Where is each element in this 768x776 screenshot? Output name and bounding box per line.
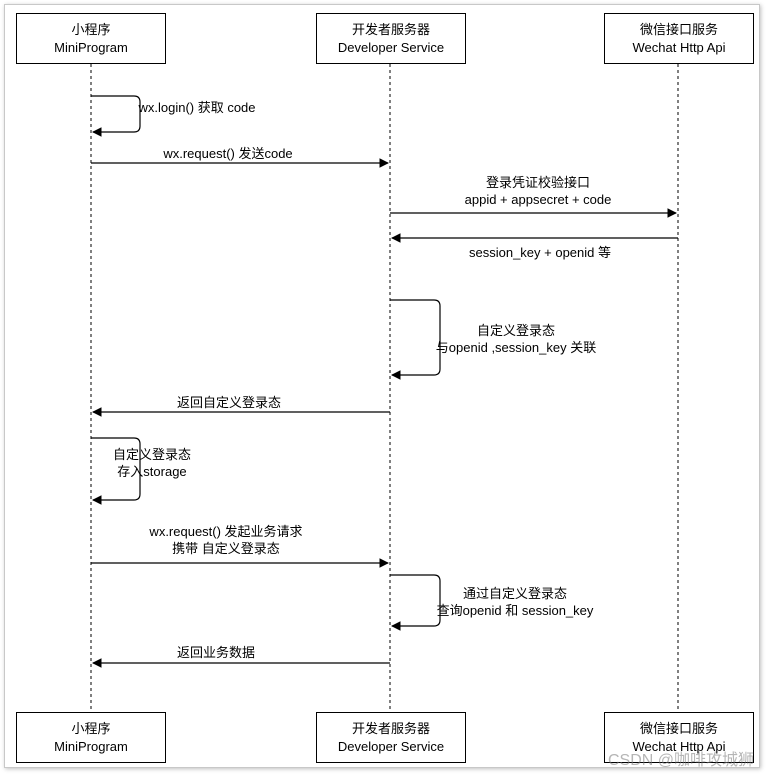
participant-title: 小程序: [71, 720, 111, 736]
message-label-9: 通过自定义登录态 查询openid 和 session_key: [437, 585, 594, 619]
message-label-3: 登录凭证校验接口 appid + appsecret + code: [465, 174, 612, 208]
message-label-5: 自定义登录态 与openid ,session_key 关联: [436, 322, 596, 356]
message-label-7: 自定义登录态 存入storage: [113, 446, 191, 480]
participant-developer-service-top: 开发者服务器 Developer Service: [316, 13, 466, 64]
message-arrow-5: [390, 299, 441, 380]
participant-subtitle: Developer Service: [337, 738, 445, 754]
message-label-line: wx.request() 发起业务请求: [149, 524, 303, 539]
participant-subtitle: MiniProgram: [54, 738, 128, 754]
participant-subtitle: Wechat Http Api: [632, 738, 726, 754]
message-label-line: 通过自定义登录态: [462, 586, 567, 601]
message-label-2: wx.request() 发送code: [163, 145, 292, 162]
message-label-line: 返回自定义登录态: [176, 395, 282, 410]
csdn-watermark: CSDN @咖啡攻城狮: [607, 752, 754, 769]
message-label-line: session_key + openid 等: [468, 245, 612, 260]
participant-subtitle: Developer Service: [337, 39, 445, 55]
participant-wechat-api-top: 微信接口服务 Wechat Http Api: [604, 13, 754, 64]
message-label-4: session_key + openid 等: [469, 244, 611, 261]
message-label-line: 与openid ,session_key 关联: [435, 340, 597, 355]
message-label-line: appid + appsecret + code: [464, 192, 612, 207]
message-label-line: 自定义登录态: [112, 447, 192, 462]
message-label-line: 登录凭证校验接口: [485, 175, 591, 190]
message-label-6: 返回自定义登录态: [177, 394, 281, 411]
message-label-8: wx.request() 发起业务请求 携带 自定义登录态: [149, 523, 302, 557]
message-label-10: 返回业务数据: [177, 644, 255, 661]
message-label-line: 返回业务数据: [176, 645, 256, 660]
message-label-line: 携带 自定义登录态: [172, 541, 280, 556]
message-label-line: 查询openid 和 session_key: [436, 603, 594, 618]
message-arrow-7: [91, 437, 141, 505]
message-arrow-9: [390, 574, 441, 631]
participant-subtitle: MiniProgram: [54, 39, 128, 55]
message-label-line: 自定义登录态: [476, 323, 556, 338]
diagram-frame: [4, 4, 760, 768]
participant-subtitle: Wechat Http Api: [632, 39, 726, 55]
message-arrow-1: [91, 95, 141, 137]
message-label-1: wx.login() 获取 code: [138, 99, 255, 116]
message-label-line: wx.request() 发送code: [163, 146, 293, 161]
message-label-line: 存入storage: [117, 464, 187, 479]
participant-wechat-api-bottom: 微信接口服务 Wechat Http Api: [604, 712, 754, 763]
participant-title: 开发者服务器: [351, 720, 430, 736]
participant-title: 微信接口服务: [639, 21, 718, 37]
message-label-line: wx.login() 获取 code: [138, 100, 256, 115]
participant-title: 开发者服务器: [351, 21, 430, 37]
participant-title: 小程序: [71, 21, 111, 37]
participant-developer-service-bottom: 开发者服务器 Developer Service: [316, 712, 466, 763]
participant-miniprogram-bottom: 小程序 MiniProgram: [16, 712, 166, 763]
participant-title: 微信接口服务: [639, 720, 718, 736]
participant-miniprogram-top: 小程序 MiniProgram: [16, 13, 166, 64]
